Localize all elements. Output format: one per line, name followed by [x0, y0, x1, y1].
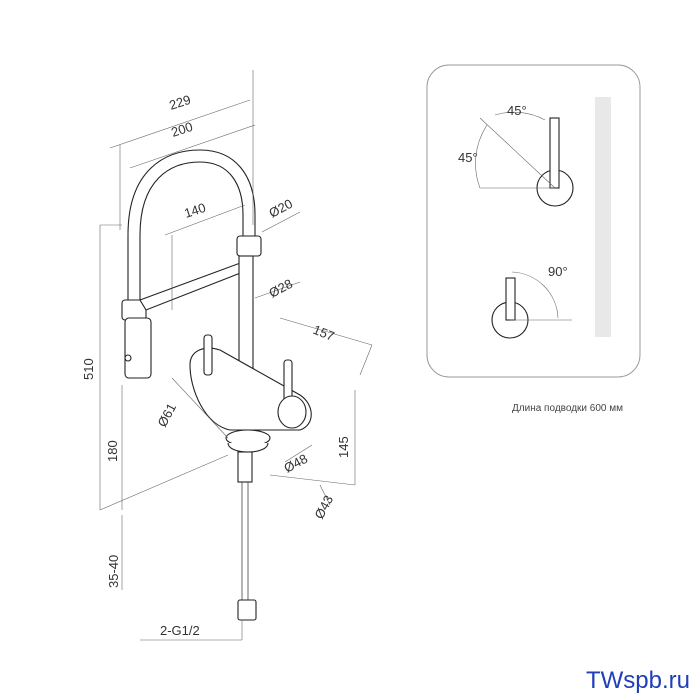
dim-thread: 2-G1/2: [160, 623, 200, 638]
hose-fitting: [237, 599, 257, 621]
spray-head: [124, 317, 152, 379]
dim-140: 140: [182, 200, 207, 221]
dim-157: 157: [311, 322, 337, 344]
dim-d48: Ø48: [281, 451, 310, 476]
hose-length-caption: Длина подводки 600 мм: [512, 403, 623, 414]
mounting-stud: [237, 451, 253, 483]
angle-side: 45°: [458, 150, 478, 165]
panel-sidebar: [595, 97, 611, 337]
mast: [238, 255, 254, 372]
dim-145: 145: [336, 436, 351, 458]
panel-frame: [426, 64, 641, 378]
left-lever: [203, 334, 213, 376]
brand-watermark[interactable]: TWspb.ru: [585, 667, 690, 694]
handle-cap: [277, 395, 307, 429]
rotation-panel: [426, 64, 641, 378]
spray-button: [124, 354, 132, 362]
angle-bottom: 90°: [548, 264, 568, 279]
base-washer: [227, 442, 269, 453]
dim-510: 510: [81, 358, 96, 380]
upper-collar: [236, 235, 262, 257]
top-lever: [549, 117, 560, 189]
top-angle-ray: [479, 117, 556, 189]
dim-229: 229: [167, 92, 192, 113]
angle-top: 45°: [507, 103, 527, 118]
dim-180: 180: [105, 440, 120, 462]
bottom-lever: [505, 277, 516, 321]
faucet-outline: [121, 149, 312, 621]
dimension-lines: [99, 70, 373, 641]
dim-200: 200: [169, 119, 194, 140]
dim-35-40: 35-40: [106, 555, 121, 588]
dim-d61: Ø61: [154, 401, 179, 430]
dim-d43: Ø43: [311, 493, 336, 522]
dim-d28: Ø28: [266, 276, 295, 301]
